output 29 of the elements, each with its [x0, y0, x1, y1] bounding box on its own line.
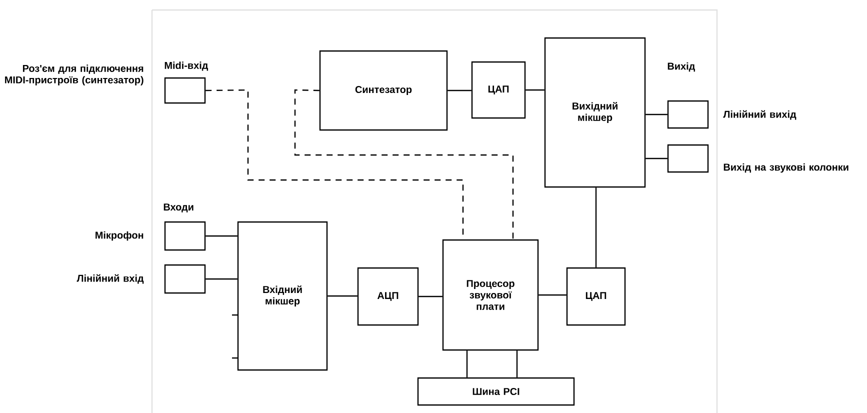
- connector-line: [646, 114, 668, 116]
- block-box: АЦП: [357, 267, 419, 326]
- group-label: Вихід: [668, 62, 695, 72]
- block-box: ЦАП: [566, 267, 626, 326]
- block-box: Шина PCI: [417, 377, 575, 406]
- connector-line: [595, 188, 597, 268]
- connector-line: [206, 278, 238, 280]
- port-label: Роз'єм для підключення MIDI-пристроїв (синтезатор): [5, 64, 144, 86]
- heading: Midi-вхід: [164, 62, 208, 71]
- block-box: Вихідний мікшер: [544, 37, 646, 188]
- group-label: Входи: [164, 204, 194, 212]
- connector-line: [294, 89, 514, 240]
- block-box: ЦАП: [471, 61, 526, 119]
- connector-line: [466, 350, 468, 378]
- connector-line: [418, 296, 442, 298]
- connector-line: [328, 295, 358, 297]
- connector-line: [448, 90, 472, 92]
- port-label: Лінійний вхід: [76, 274, 144, 284]
- port-label: Мікрофон: [96, 231, 144, 241]
- connector-line: [516, 350, 518, 378]
- block-box: Синтезатор: [319, 50, 448, 131]
- connector-line: [646, 158, 668, 160]
- port-label: Вихід на звукові колонки: [724, 163, 848, 173]
- port-label: Лінійний вихід: [723, 110, 796, 120]
- block-box: Процесор звукової плати: [442, 239, 539, 351]
- connector-line: [206, 235, 238, 237]
- block-box: Вхідний мікшер: [237, 221, 328, 371]
- connector-line: [538, 294, 566, 296]
- connector-line: [526, 89, 544, 91]
